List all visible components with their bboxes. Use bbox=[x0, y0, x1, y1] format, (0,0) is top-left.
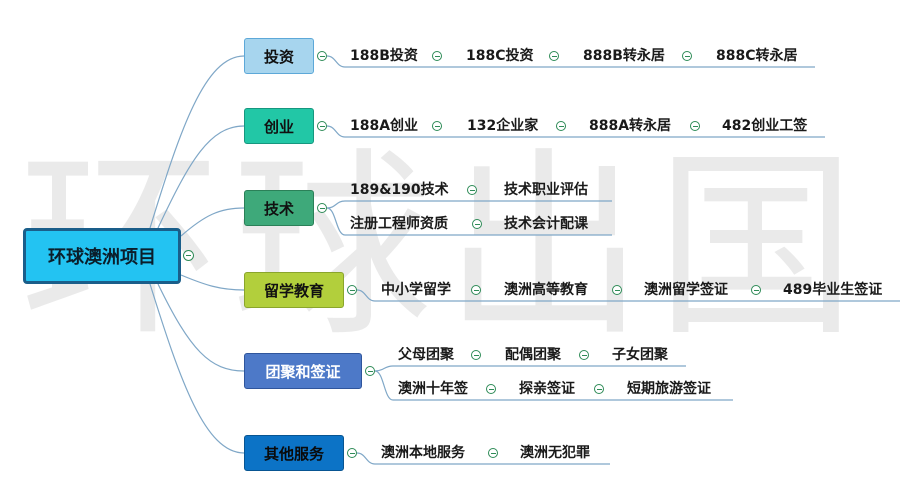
connector-root-invest bbox=[149, 55, 245, 229]
collapse-icon[interactable] bbox=[471, 350, 481, 360]
collapse-icon[interactable] bbox=[549, 51, 559, 61]
collapse-icon[interactable] bbox=[486, 384, 496, 394]
branch-other-label: 其他服务 bbox=[263, 444, 324, 463]
branch-other[interactable]: 其他服务 bbox=[244, 435, 344, 471]
leaf-parents[interactable]: 父母团聚 bbox=[398, 347, 454, 363]
leaf-no-crime[interactable]: 澳洲无犯罪 bbox=[520, 445, 590, 461]
collapse-icon[interactable] bbox=[365, 366, 375, 376]
leaf-k12[interactable]: 中小学留学 bbox=[381, 282, 451, 298]
root-label: 环球澳洲项目 bbox=[48, 247, 156, 268]
connector-other bbox=[356, 452, 610, 465]
collapse-icon[interactable] bbox=[488, 448, 498, 458]
collapse-icon[interactable] bbox=[682, 51, 692, 61]
leaf-10yr-visa[interactable]: 澳洲十年签 bbox=[398, 381, 468, 397]
connector-startup bbox=[326, 125, 825, 138]
branch-edu-label: 留学教育 bbox=[263, 281, 324, 300]
collapse-icon[interactable] bbox=[467, 185, 477, 195]
branch-family[interactable]: 团聚和签证 bbox=[244, 353, 362, 389]
branch-invest[interactable]: 投资 bbox=[244, 38, 314, 74]
connector-root-other bbox=[149, 283, 245, 454]
leaf-188a[interactable]: 188A创业 bbox=[350, 118, 419, 134]
collapse-icon[interactable] bbox=[347, 448, 357, 458]
connector-tech-row1 bbox=[326, 200, 612, 209]
collapse-icon[interactable] bbox=[579, 350, 589, 360]
connector-family-row2 bbox=[374, 370, 733, 401]
collapse-icon[interactable] bbox=[432, 121, 442, 131]
connector-root-edu bbox=[180, 274, 245, 291]
leaf-skills-assessment[interactable]: 技术职业评估 bbox=[504, 182, 588, 198]
connector-tech-row2 bbox=[326, 207, 612, 236]
collapse-icon[interactable] bbox=[612, 285, 622, 295]
collapse-icon[interactable] bbox=[472, 219, 482, 229]
leaf-spouse[interactable]: 配偶团聚 bbox=[505, 347, 561, 363]
leaf-student-visa[interactable]: 澳洲留学签证 bbox=[644, 282, 728, 298]
collapse-icon[interactable] bbox=[432, 51, 442, 61]
leaf-888c[interactable]: 888C转永居 bbox=[716, 48, 798, 64]
leaf-482[interactable]: 482创业工签 bbox=[722, 118, 808, 134]
collapse-icon[interactable] bbox=[594, 384, 604, 394]
collapse-icon[interactable] bbox=[751, 285, 761, 295]
leaf-higher-edu[interactable]: 澳洲高等教育 bbox=[504, 282, 588, 298]
collapse-icon[interactable] bbox=[183, 250, 194, 261]
collapse-icon[interactable] bbox=[690, 121, 700, 131]
leaf-engineer-qual[interactable]: 注册工程师资质 bbox=[350, 216, 448, 232]
collapse-icon[interactable] bbox=[317, 121, 327, 131]
branch-edu[interactable]: 留学教育 bbox=[244, 272, 344, 308]
root-node[interactable]: 环球澳洲项目 bbox=[23, 228, 181, 284]
branch-tech[interactable]: 技术 bbox=[244, 190, 314, 226]
leaf-189-190[interactable]: 189&190技术 bbox=[350, 182, 449, 198]
collapse-icon[interactable] bbox=[556, 121, 566, 131]
leaf-888b[interactable]: 888B转永居 bbox=[583, 48, 665, 64]
leaf-132[interactable]: 132企业家 bbox=[467, 118, 539, 134]
leaf-tourist-visa[interactable]: 短期旅游签证 bbox=[627, 381, 711, 397]
collapse-icon[interactable] bbox=[317, 203, 327, 213]
branch-family-label: 团聚和签证 bbox=[265, 362, 341, 381]
branch-startup[interactable]: 创业 bbox=[244, 108, 314, 144]
leaf-accounting[interactable]: 技术会计配课 bbox=[504, 216, 588, 232]
collapse-icon[interactable] bbox=[471, 285, 481, 295]
leaf-188b[interactable]: 188B投资 bbox=[350, 48, 418, 64]
collapse-icon[interactable] bbox=[347, 285, 357, 295]
connector-invest bbox=[326, 55, 815, 68]
connector-root-startup bbox=[157, 125, 245, 229]
leaf-888a[interactable]: 888A转永居 bbox=[589, 118, 672, 134]
branch-tech-label: 技术 bbox=[263, 199, 294, 218]
leaf-local-service[interactable]: 澳洲本地服务 bbox=[381, 445, 465, 461]
branch-startup-label: 创业 bbox=[263, 117, 294, 136]
collapse-icon[interactable] bbox=[317, 51, 327, 61]
leaf-children[interactable]: 子女团聚 bbox=[612, 347, 668, 363]
leaf-188c[interactable]: 188C投资 bbox=[466, 48, 534, 64]
connector-family-row1 bbox=[374, 365, 686, 372]
leaf-visit-visa[interactable]: 探亲签证 bbox=[519, 381, 575, 397]
connector-edu bbox=[356, 289, 900, 302]
leaf-489[interactable]: 489毕业生签证 bbox=[783, 282, 883, 298]
branch-invest-label: 投资 bbox=[263, 47, 294, 66]
connector-root-family bbox=[157, 283, 245, 372]
connector-root-tech bbox=[180, 207, 245, 237]
